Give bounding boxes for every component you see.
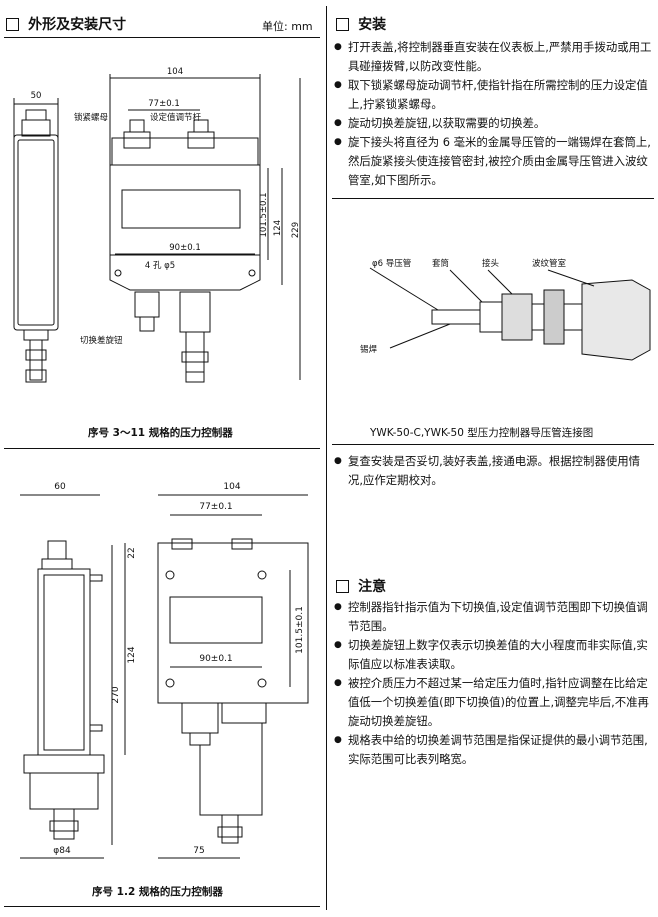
- side-body: [13, 134, 59, 331]
- divider: [4, 906, 320, 907]
- after-list: 复查安装是否妥切,装好表盖,接通电源。根据控制器使用情况,应作定期校对。: [334, 452, 652, 490]
- section-box-icon: [6, 18, 19, 31]
- dim-229: 229: [291, 222, 301, 238]
- list-item: 旋动切换差旋钮,以获取需要的切换差。: [334, 114, 652, 133]
- divider: [332, 198, 654, 199]
- dim-270: 270: [111, 686, 121, 703]
- list-item: 打开表盖,将控制器垂直安装在仪表板上,严禁用手拨动或用工具碰撞拨臂,以防改变性能…: [334, 38, 652, 76]
- dim-84: φ84: [53, 846, 71, 856]
- column-divider: [326, 6, 327, 910]
- label-joint: 接头: [482, 258, 500, 269]
- list-item: 旋下接头将直径为 6 毫米的金属导压管的一端锡焊在套筒上,然后旋紧接头使连接管密…: [334, 133, 652, 190]
- divider: [332, 444, 654, 445]
- notes-title: 注意: [358, 579, 387, 595]
- dim-50: 50: [31, 91, 42, 101]
- dim-77: 77±0.1: [148, 99, 179, 109]
- dim-77: 77±0.1: [199, 502, 232, 512]
- front-window: [169, 596, 263, 644]
- figure-pipe-connection: φ6 导压管 套筒 接头 波纹管室 锡焊: [360, 258, 651, 361]
- list-item: 控制器指针指示值为下切换值,设定值调节范围即下切换值调节范围。: [334, 598, 652, 636]
- install-header: 安装: [336, 14, 386, 34]
- list-item: 复查安装是否妥切,装好表盖,接通电源。根据控制器使用情况,应作定期校对。: [334, 452, 652, 490]
- front-body: [109, 164, 261, 256]
- dim-104: 104: [223, 482, 240, 492]
- notes-header: 注意: [336, 576, 386, 596]
- front-body: [157, 542, 309, 704]
- label-setpoint: 设定值调节杆: [150, 112, 202, 123]
- list-item: 规格表中给的切换差调节范围是指保证提供的最小调节范围,实际范围可比表列略宽。: [334, 731, 652, 769]
- dim-124: 124: [127, 646, 137, 663]
- dim-90: 90±0.1: [169, 243, 200, 253]
- list-item: 被控介质压力不超过某一给定压力值时,指针应调整在比给定值低一个切换差值(即下切换…: [334, 674, 652, 731]
- dim-holes: 4 孔 φ5: [145, 261, 175, 271]
- label-pipe: φ6 导压管: [372, 258, 411, 269]
- diff-knob: [139, 316, 155, 332]
- divider: [4, 448, 320, 449]
- label-solder: 锡焊: [360, 344, 378, 355]
- install-title: 安装: [358, 17, 387, 33]
- dim-124: 124: [273, 220, 283, 236]
- dim-101: 101.5±0.1: [295, 606, 305, 654]
- side-cap: [21, 119, 51, 137]
- figure-controller-3-11: 104 77±0.1 50 90±0.1 4 孔 φ5 锁紧螺母 设定值调节杆 …: [13, 67, 301, 383]
- dim-22: 22: [127, 547, 137, 558]
- install-list: 打开表盖,将控制器垂直安装在仪表板上,严禁用手拨动或用工具碰撞拨臂,以防改变性能…: [334, 38, 652, 190]
- pipe-caption: YWK-50-C,YWK-50 型压力控制器导压管连接图: [370, 427, 594, 439]
- front-window: [121, 189, 241, 229]
- list-item: 切换差旋钮上数字仅表示切换差值的大小程度而非实际值,实际值应以标准表读取。: [334, 636, 652, 674]
- fig1-caption: 序号 3～11 规格的压力控制器: [88, 427, 233, 439]
- side-body: [37, 568, 91, 756]
- diff-knob: [189, 732, 211, 746]
- fig2-caption: 序号 1.2 规格的压力控制器: [92, 886, 223, 898]
- left-header: 外形及安装尺寸: [6, 14, 126, 34]
- lock-nut: [123, 131, 151, 149]
- notes-list: 控制器指针指示值为下切换值,设定值调节范围即下切换值调节范围。 切换差旋钮上数字…: [334, 598, 652, 769]
- section-box-icon: [336, 580, 349, 593]
- dim-101: 101.5±0.1: [259, 193, 269, 238]
- label-lock-nut: 锁紧螺母: [74, 112, 108, 123]
- dim-90: 90±0.1: [199, 654, 232, 664]
- figure-controller-1-2: 60 104 77±0.1 90±0.1 φ84 75 22 124 270 1…: [20, 482, 309, 859]
- dim-75: 75: [193, 846, 204, 856]
- label-diff-knob: 切换差旋钮: [80, 335, 123, 346]
- label-bellows: 波纹管室: [532, 258, 567, 269]
- list-item: 取下锁紧螺母旋动调节杆,使指针指在所需控制的压力设定值上,拧紧锁紧螺母。: [334, 76, 652, 114]
- dim-104: 104: [167, 67, 183, 77]
- section-title: 外形及安装尺寸: [28, 17, 127, 33]
- label-sleeve: 套筒: [432, 258, 449, 269]
- section-box-icon: [336, 18, 349, 31]
- divider: [4, 37, 320, 38]
- dim-60: 60: [54, 482, 66, 492]
- unit-label: 单位: mm: [262, 20, 313, 33]
